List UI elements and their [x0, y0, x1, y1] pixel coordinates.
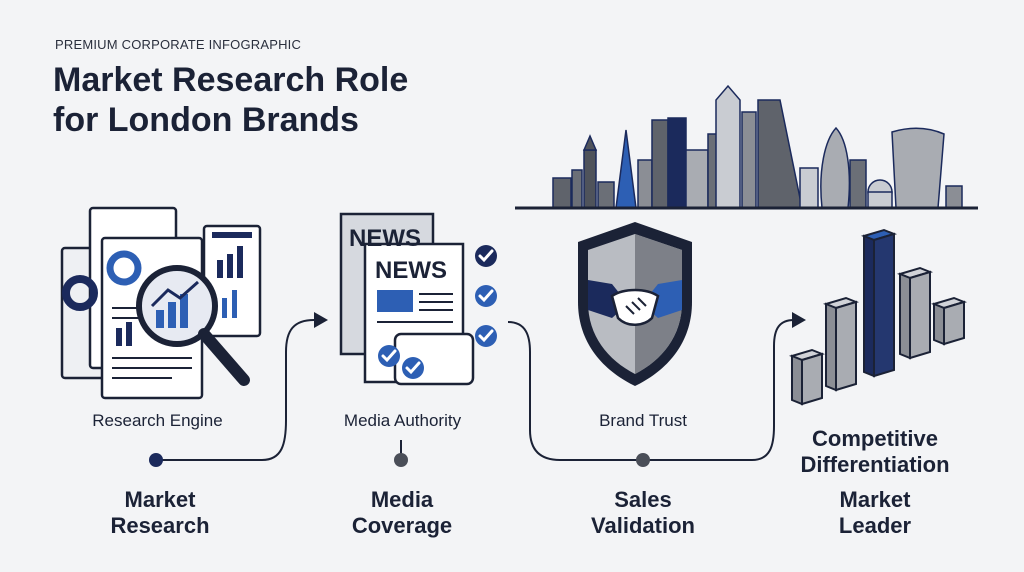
stage-dot-2 — [394, 453, 408, 467]
stage-2-title-line-1: Media — [370, 487, 434, 512]
stage-dot-1 — [149, 453, 163, 467]
stage-1-title-line-2: Research — [110, 513, 210, 538]
research-documents-icon — [60, 206, 262, 400]
stage-3-title-line-1: Sales — [614, 487, 672, 512]
flow-arrow-2 — [792, 312, 806, 328]
stage-1-title-line-1: Market — [124, 487, 196, 512]
page-title: Market Research Role for London Brands — [53, 60, 408, 140]
stage-1-label: Research Engine — [92, 411, 223, 430]
stage-4-title: Market Leader — [795, 487, 955, 539]
stage-4-label-line-2: Differentiation — [800, 452, 950, 477]
title-line-2: for London Brands — [53, 101, 359, 139]
stage-4-title-line-2: Leader — [838, 513, 912, 538]
stage-4-label-line-1: Competitive — [812, 426, 938, 451]
newspaper-headline-front: NEWS — [375, 257, 447, 284]
stage-3-title-line-2: Validation — [591, 513, 695, 538]
shield-handshake-icon — [578, 222, 692, 386]
stage-dot-3 — [636, 453, 650, 467]
stage-2-title-line-2: Coverage — [351, 513, 453, 538]
stage-2-title: Media Coverage — [320, 487, 484, 539]
newspaper-headline-back: NEWS — [349, 225, 421, 252]
stage-4-label: Competitive Differentiation — [770, 426, 980, 478]
stage-2-label: Media Authority — [343, 411, 462, 430]
stage-4-title-line-1: Market — [839, 487, 911, 512]
newspaper-icon: NEWS NEWS — [339, 212, 497, 386]
stage-3-title: Sales Validation — [560, 487, 726, 539]
stage-3-label: Brand Trust — [599, 411, 687, 430]
stage-1-title: Market Research — [80, 487, 240, 539]
market-leader-bars-icon — [788, 228, 968, 406]
title-line-1: Market Research Role — [53, 61, 409, 99]
flow-arrow-1 — [314, 312, 328, 328]
eyebrow-label: PREMIUM CORPORATE INFOGRAPHIC — [55, 37, 302, 52]
